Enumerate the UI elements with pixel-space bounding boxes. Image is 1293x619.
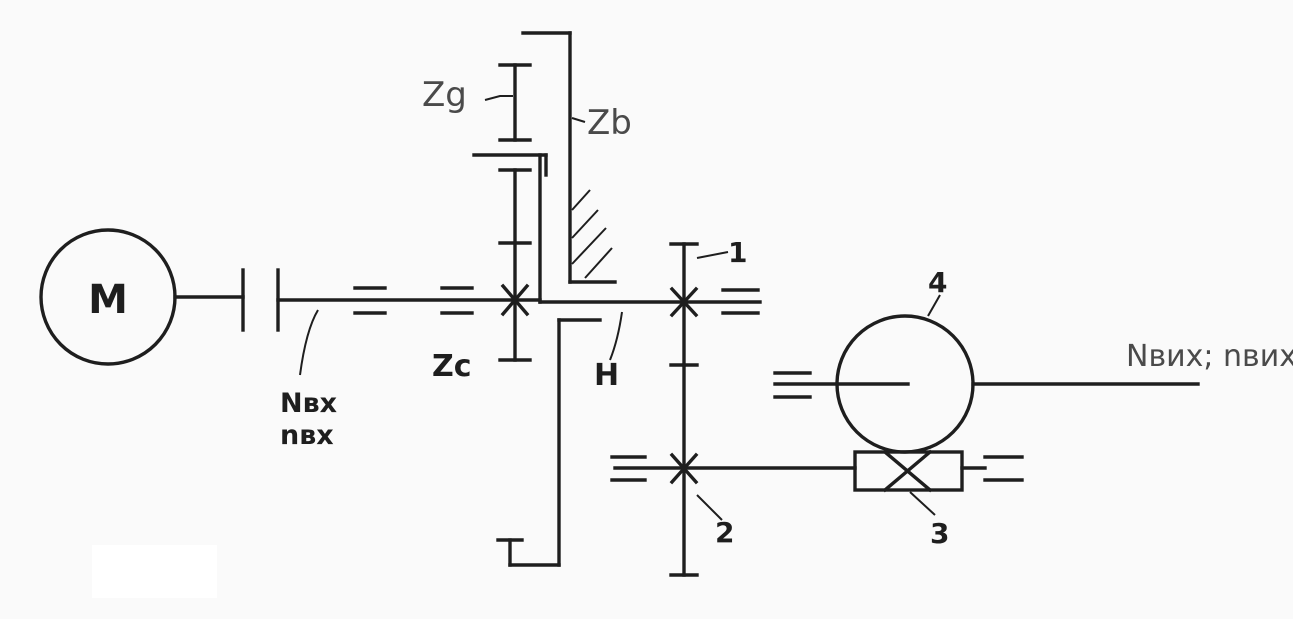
ring-gear-label: Zb xyxy=(587,103,632,143)
worm-wheel-4 xyxy=(773,314,975,454)
sun-gear-zc xyxy=(498,168,532,362)
carrier-label: H xyxy=(594,358,619,393)
lower-shaft xyxy=(610,455,857,482)
input-bearings xyxy=(353,286,474,315)
worm-label: 3 xyxy=(930,517,949,550)
gear-2-label: 2 xyxy=(715,516,734,549)
wheel-leader xyxy=(927,294,941,317)
carrier-shaft-bearings xyxy=(721,288,760,315)
output-label: Nвих; nвих xyxy=(1126,339,1293,374)
gear1-leader xyxy=(696,251,729,259)
gear-1-label: 1 xyxy=(728,236,747,269)
carrier-h xyxy=(496,153,762,567)
worm-leader xyxy=(909,491,936,516)
sun-gear-label: Zc xyxy=(432,349,472,384)
input-speed-label: nвх xyxy=(280,420,334,451)
housing-hatch xyxy=(571,189,613,279)
input-power-label: Nвх xyxy=(280,388,337,419)
zg-leader xyxy=(484,95,513,101)
gear2-leader xyxy=(696,494,723,521)
planet-gear-zg xyxy=(472,63,548,177)
ring-gear-zb xyxy=(521,31,617,284)
zb-leader xyxy=(571,117,586,123)
input-shaft xyxy=(173,268,542,332)
carrier-leader xyxy=(609,311,623,361)
gear-2 xyxy=(669,363,699,577)
worm-3 xyxy=(853,449,1024,493)
gear-1 xyxy=(669,242,699,367)
planet-gear-label: Zg xyxy=(422,75,467,115)
motor-label: M xyxy=(88,277,128,323)
worm-wheel-label: 4 xyxy=(928,266,947,299)
input-leader xyxy=(299,309,319,376)
blank-box xyxy=(92,545,217,598)
